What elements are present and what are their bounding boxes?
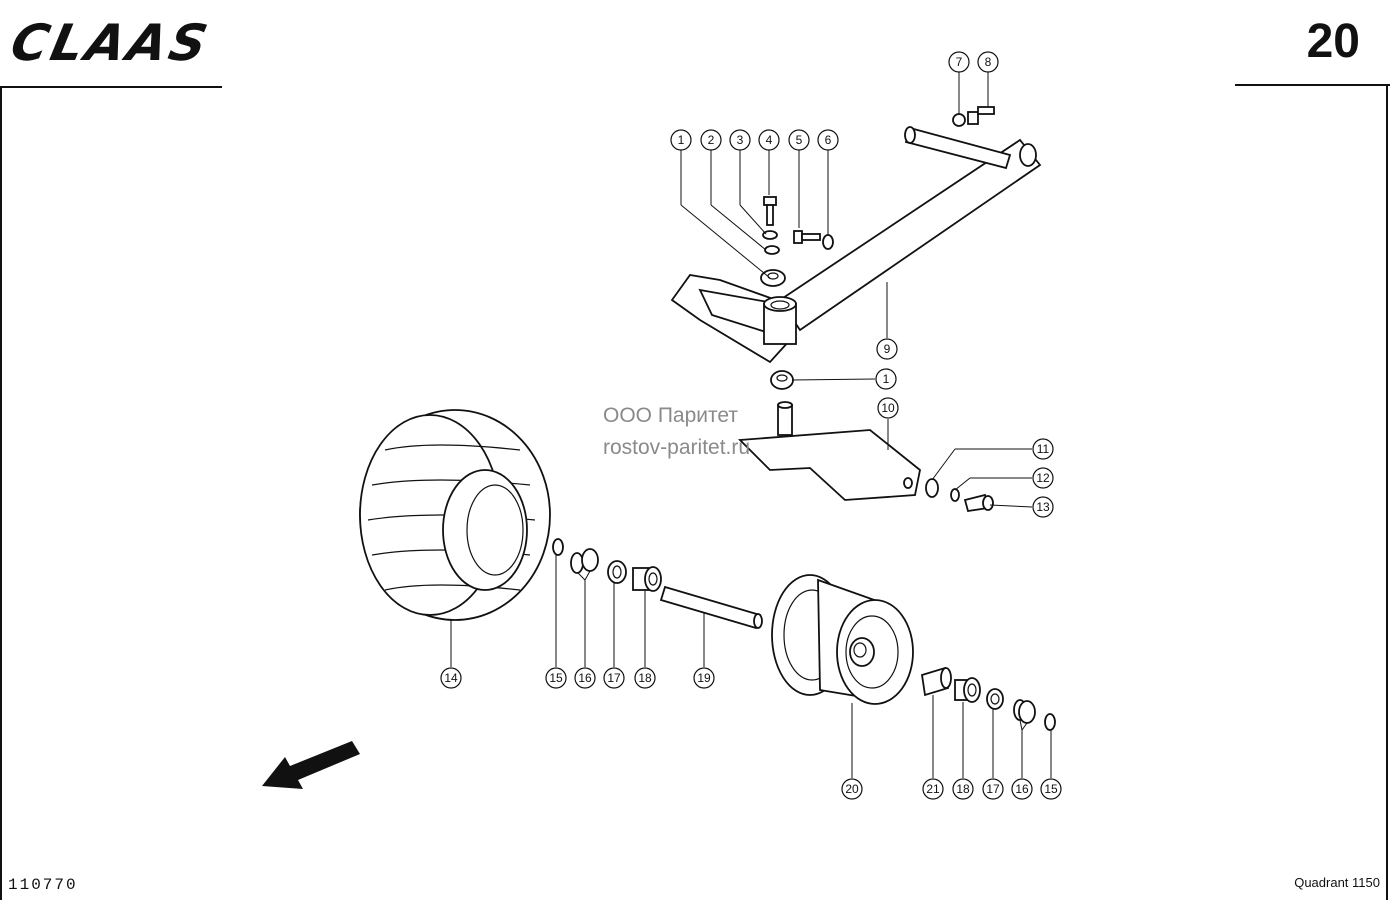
svg-text:21: 21 [926,782,940,796]
callout: 15 [1040,778,1062,800]
svg-text:12: 12 [1036,471,1050,485]
svg-text:15: 15 [1044,782,1058,796]
svg-text:13: 13 [1036,500,1050,514]
callout: 17 [982,778,1004,800]
callout: 11 [1032,438,1054,460]
tire-part [359,409,551,621]
svg-text:3: 3 [737,133,744,147]
callout: 16 [574,667,596,689]
callout: 20 [841,778,863,800]
callout: 9 [876,338,898,360]
swivel-arm-part [670,126,1042,364]
callout: 7 [948,51,970,73]
document-code: 110770 [8,876,78,894]
callout: 12 [1032,467,1054,489]
axle-parts-right [920,666,1056,731]
direction-arrow-icon [262,741,360,789]
svg-text:7: 7 [956,55,963,69]
callout: 6 [817,129,839,151]
svg-text:5: 5 [796,133,803,147]
callout: 8 [977,51,999,73]
callout: 19 [693,667,715,689]
callout: 15 [545,667,567,689]
callout: 18 [634,667,656,689]
svg-text:6: 6 [825,133,832,147]
callout: 21 [922,778,944,800]
svg-text:1: 1 [883,372,890,386]
svg-text:11: 11 [1037,442,1050,456]
svg-text:10: 10 [881,401,895,415]
svg-text:16: 16 [578,671,592,685]
callout: 5 [788,129,810,151]
leader-lines [450,72,1052,778]
svg-text:18: 18 [956,782,970,796]
hardware-top [760,106,995,390]
svg-text:8: 8 [985,55,992,69]
callout: 2 [700,129,722,151]
rim-part [771,574,914,705]
callout: 4 [758,129,780,151]
svg-text:20: 20 [845,782,859,796]
callout: 16 [1011,778,1033,800]
frame-left-border [0,86,2,900]
callout: 13 [1032,496,1054,518]
svg-text:14: 14 [444,671,458,685]
svg-text:17: 17 [986,782,1000,796]
watermark-company: ООО Паритет [603,404,739,427]
frame-right-border [1386,84,1388,900]
svg-text:1: 1 [678,133,685,147]
header-rule-right [1235,84,1390,86]
callout: 1 [875,368,897,390]
callout: 1 [670,129,692,151]
svg-text:9: 9 [884,342,891,356]
callout: 17 [603,667,625,689]
svg-text:19: 19 [697,671,711,685]
svg-text:2: 2 [708,133,715,147]
callout: 14 [440,667,462,689]
svg-text:4: 4 [766,133,773,147]
svg-text:18: 18 [638,671,652,685]
header-rule-left [0,86,222,88]
page-number: 20 [1306,15,1360,68]
watermark: ООО Паритет rostov-paritet.ru [603,400,750,464]
callout: 18 [952,778,974,800]
callout: 3 [729,129,751,151]
machine-model: Quadrant 1150 [1294,875,1380,890]
axle-parts-left [552,538,763,630]
svg-text:16: 16 [1015,782,1029,796]
svg-text:15: 15 [549,671,563,685]
wheel-fork-part [737,401,994,513]
callout-group: 1 2 3 4 5 6 7 8 9 1 10 11 12 13 14 15 16… [440,51,1062,800]
watermark-website: rostov-paritet.ru [603,436,751,459]
svg-text:17: 17 [607,671,621,685]
callout: 10 [877,397,899,419]
